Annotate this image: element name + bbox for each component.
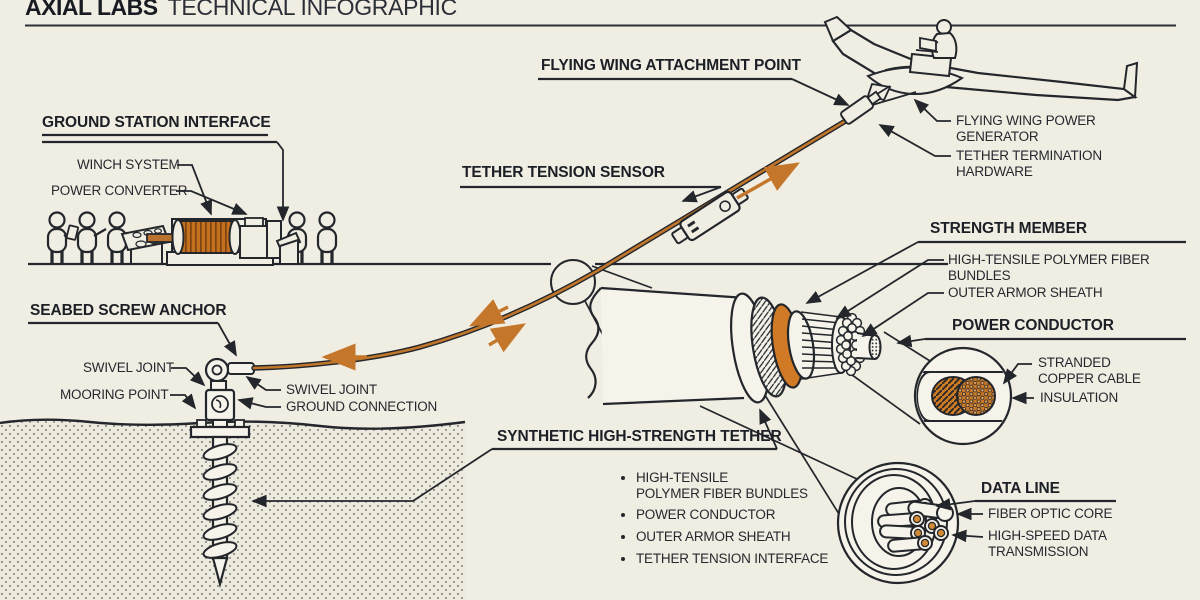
- person-figure: [316, 210, 338, 266]
- label-synthetic-tether: SYNTHETIC HIGH-STRENGTH TETHER: [497, 428, 782, 445]
- swivel-pulley: [204, 357, 230, 383]
- power-conductor-detail: [913, 346, 1013, 446]
- label-power-converter: POWER CONVERTER: [51, 183, 188, 198]
- tension-sensor-device: [671, 187, 749, 245]
- label-flying-wing-power-generator: FLYING WING POWER GENERATOR: [956, 113, 1096, 144]
- list-item: POWER CONDUCTOR: [636, 507, 846, 523]
- anchor-flange: [189, 425, 251, 439]
- ground-station-illustration: [46, 210, 338, 266]
- broken-edge: [585, 287, 602, 399]
- heading-underlines: [28, 77, 1186, 503]
- label-data-line: DATA LINE: [981, 480, 1060, 497]
- label-flying-wing-attachment-point: FLYING WING ATTACHMENT POINT: [541, 57, 801, 74]
- tether-zoom-indicator: [550, 259, 596, 305]
- flow-arrows: [321, 162, 800, 371]
- label-insulation: INSULATION: [1040, 390, 1119, 405]
- label-high-tensile-fiber: HIGH-TENSILE POLYMER FIBER BUNDLES: [948, 252, 1150, 283]
- label-ground-connection: GROUND CONNECTION: [286, 399, 438, 414]
- screw-anchor-illustration: [189, 357, 255, 589]
- control-console: [120, 224, 171, 264]
- operator-podium: [275, 231, 302, 265]
- data-line-detail: [836, 461, 960, 585]
- label-outer-armor-sheath: OUTER ARMOR SHEATH: [948, 285, 1103, 300]
- person-figure: [46, 210, 68, 266]
- tether-cutaway: [585, 286, 882, 406]
- leader-lines: [170, 78, 1034, 543]
- list-item: HIGH-TENSILE POLYMER FIBER BUNDLES: [636, 470, 846, 501]
- list-item: TETHER TENSION INTERFACE: [636, 551, 846, 567]
- attachment-hardware: [840, 85, 917, 125]
- label-seabed-screw-anchor: SEABED SCREW ANCHOR: [30, 302, 227, 319]
- fiber-tubes: [877, 498, 954, 553]
- label-power-conductor: POWER CONDUCTOR: [952, 317, 1114, 334]
- label-high-speed-data: HIGH-SPEED DATA TRANSMISSION: [988, 528, 1107, 559]
- laptop-icon: [919, 36, 937, 53]
- label-fiber-optic-core: FIBER OPTIC CORE: [988, 506, 1113, 521]
- label-tether-tension-sensor: TETHER TENSION SENSOR: [462, 164, 665, 181]
- label-ground-station-interface: GROUND STATION INTERFACE: [42, 114, 271, 131]
- copper-strand-face: [956, 376, 996, 416]
- left-winglet: [823, 15, 853, 43]
- list-item: OUTER ARMOR SHEATH: [636, 529, 846, 545]
- page-title: AXIAL LABS TECHNICAL INFOGRAPHIC: [25, 0, 457, 21]
- seated-operator: [915, 19, 958, 59]
- copper-core: [856, 332, 882, 360]
- clipboard-icon: [65, 224, 79, 241]
- screw-helix: [202, 443, 238, 559]
- tether-cable: [251, 108, 865, 371]
- label-swivel-joint-left: SWIVEL JOINT: [83, 360, 174, 375]
- brand-name: AXIAL LABS: [25, 0, 158, 20]
- person-figure: [76, 210, 98, 266]
- label-winch-system: WINCH SYSTEM: [77, 157, 180, 172]
- tether-component-list: HIGH-TENSILE POLYMER FIBER BUNDLES POWER…: [620, 470, 846, 572]
- right-winglet: [1122, 61, 1139, 99]
- label-mooring-point: MOORING POINT: [60, 387, 169, 402]
- flying-wing-illustration: [823, 15, 1139, 102]
- label-strength-member: STRENGTH MEMBER: [930, 220, 1087, 237]
- anchor-tip: [211, 556, 229, 589]
- label-swivel-joint-right: SWIVEL JOINT: [286, 382, 377, 397]
- tether-end-fitting: [227, 362, 255, 375]
- label-tether-termination-hardware: TETHER TERMINATION HARDWARE: [956, 148, 1102, 179]
- power-converter-illustration: [239, 217, 282, 259]
- title-subtitle: TECHNICAL INFOGRAPHIC: [167, 0, 458, 20]
- label-stranded-copper-cable: STRANDED COPPER CABLE: [1038, 355, 1141, 386]
